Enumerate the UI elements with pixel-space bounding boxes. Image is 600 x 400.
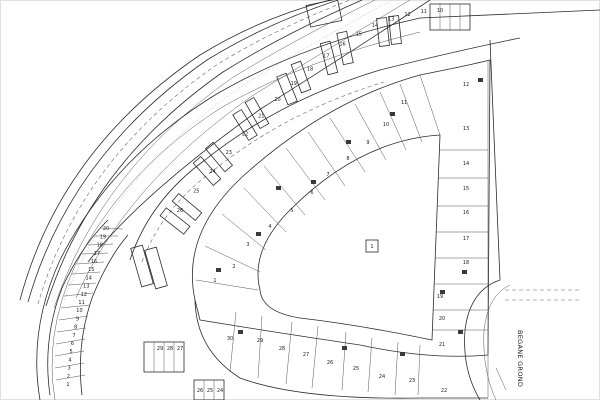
plot-number-label: 13: [83, 284, 89, 290]
plot-number-label: 19: [437, 294, 443, 300]
plot-number-label: 15: [88, 267, 94, 273]
plot-number-label: 28: [279, 346, 285, 352]
plot-number-label: 18: [463, 260, 469, 266]
plot-number-label: 25: [193, 188, 199, 194]
plot-number-label: 5: [290, 208, 293, 214]
meter-markers: [216, 78, 483, 356]
plot-number-label: 1: [66, 382, 69, 388]
plot-number-label: 10: [383, 122, 389, 128]
side-label: BEGANE GROND: [516, 330, 524, 387]
plot-number-label: 29: [257, 338, 263, 344]
plot-number-label: 7: [72, 333, 75, 339]
plot-number-label: 2: [232, 264, 235, 270]
plot-number-label: 17: [463, 236, 469, 242]
north-house-rows: [159, 0, 471, 235]
plot-number-label: 4: [68, 357, 71, 363]
center-marker: 1: [370, 244, 373, 250]
plot-number-label: 17: [323, 53, 329, 59]
plot-number-label: 15: [356, 32, 362, 38]
plot-number-label: 30: [227, 336, 233, 342]
plot-number-label: 25: [353, 366, 359, 372]
plot-number-label: 21: [258, 114, 264, 120]
plot-number-label: 8: [346, 156, 349, 162]
plot-number-label: 6: [310, 190, 313, 196]
plot-number-label: 26: [177, 208, 183, 214]
plot-number-label: 6: [71, 341, 74, 347]
plot-number-label: 3: [67, 366, 70, 372]
plot-number-label: 2: [67, 374, 70, 380]
plot-number-label: 11: [78, 300, 84, 306]
plot-number-label: 5: [70, 349, 73, 355]
plot-number-label: 14: [86, 275, 92, 281]
plot-number-label: 12: [463, 82, 469, 88]
plot-number-label: 20: [103, 226, 109, 232]
plot-number-label: 20: [439, 316, 445, 322]
plot-number-label: 22: [242, 131, 248, 137]
plot-number-label: 22: [441, 388, 447, 394]
plot-number-label: 18: [97, 243, 103, 249]
outer-ring-road: [36, 9, 600, 400]
plot-number-label: 28: [167, 346, 173, 352]
plot-number-label: 16: [463, 210, 469, 216]
plot-number-label: 15: [463, 186, 469, 192]
plot-number-label: 1: [213, 278, 216, 284]
plot-number-label: 8: [74, 325, 77, 331]
plot-number-label: 16: [339, 42, 345, 48]
triangle-block: [191, 59, 491, 399]
east-boundary: [464, 39, 580, 400]
plot-number-label: 14: [372, 23, 378, 29]
plot-number-label: 21: [439, 342, 445, 348]
plot-number-label: 11: [421, 9, 427, 15]
plot-number-label: 20: [274, 97, 280, 103]
plot-number-label: 25: [207, 388, 213, 394]
plot-number-label: 10: [437, 8, 443, 14]
inner-ring-labels: 1234567891011121314151617181920212223242…: [213, 82, 469, 394]
plot-number-label: 24: [209, 169, 215, 175]
plot-number-label: 27: [303, 352, 309, 358]
plot-number-label: 27: [177, 346, 183, 352]
plot-number-label: 12: [81, 292, 87, 298]
plot-number-label: 19: [100, 234, 106, 240]
south-west-houses: [130, 244, 225, 400]
plot-number-label: 29: [157, 346, 163, 352]
plot-number-label: 26: [197, 388, 203, 394]
plot-number-label: 17: [94, 251, 100, 257]
plot-number-label: 23: [226, 150, 232, 156]
plot-number-label: 24: [379, 374, 385, 380]
plot-number-label: 11: [401, 100, 407, 106]
plot-number-label: 7: [326, 172, 329, 178]
railway-tracks: [19, 0, 431, 309]
plot-number-label: 18: [307, 67, 313, 73]
plot-number-label: 10: [76, 308, 82, 314]
plot-number-label: 14: [463, 161, 469, 167]
plot-number-label: 16: [91, 259, 97, 265]
west-plot-strip: [47, 219, 129, 396]
plot-number-label: 24: [217, 388, 223, 394]
plot-number-label: 23: [409, 378, 415, 384]
plot-number-label: 13: [388, 17, 394, 23]
plot-number-label: 19: [291, 81, 297, 87]
plot-number-label: 4: [268, 224, 271, 230]
north-strip-labels: 26 25 24 23 22 21 20 19 18 17 16 15 14 13 12 11 10: [177, 8, 443, 214]
rear-block-labels: 29 28 27 26 25 24: [157, 346, 223, 394]
plot-number-label: 26: [327, 360, 333, 366]
plot-number-label: 9: [76, 316, 79, 322]
plot-number-label: 12: [404, 12, 410, 18]
plot-number-label: 9: [366, 140, 369, 146]
plot-number-label: 3: [246, 242, 249, 248]
plot-number-label: 13: [463, 126, 469, 132]
